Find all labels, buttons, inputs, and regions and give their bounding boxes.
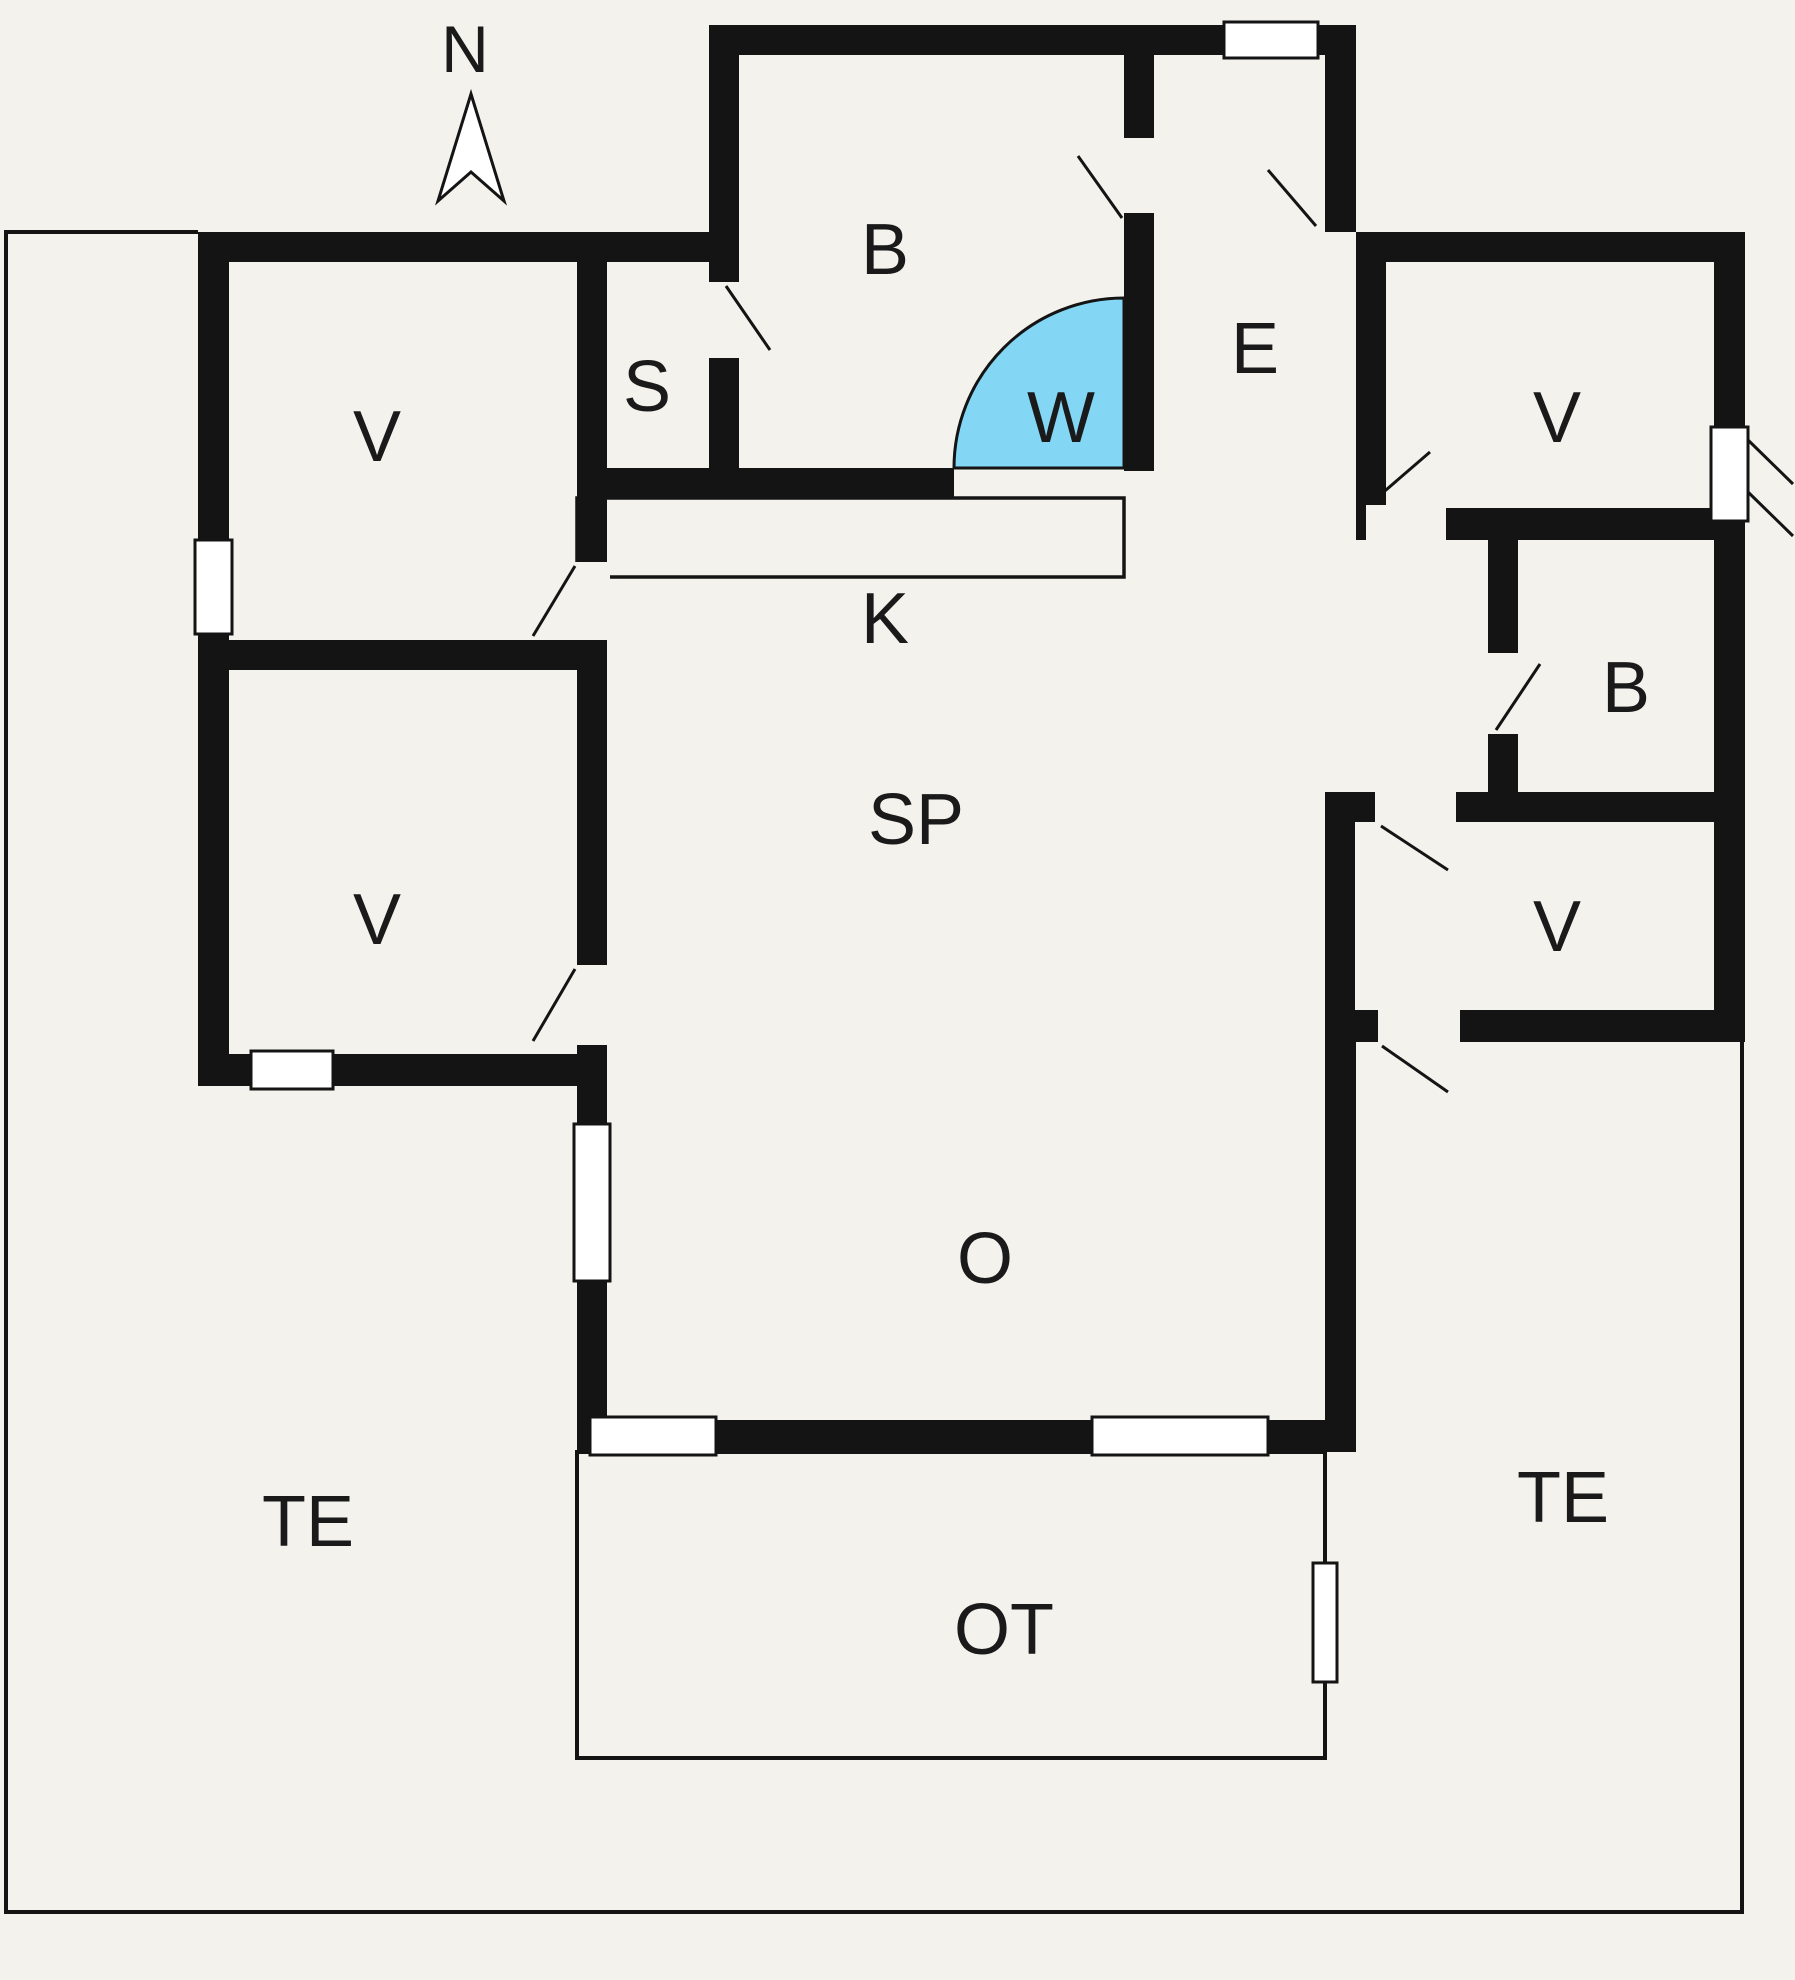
wall-b-right bbox=[1124, 25, 1154, 471]
plot-boundary bbox=[4, 230, 1744, 1914]
room-label-o: O bbox=[957, 1219, 1013, 1299]
door-swing-vr-top bbox=[1380, 824, 1449, 872]
room-label-sp: SP bbox=[868, 780, 964, 860]
room-label-te-right: TE bbox=[1517, 1458, 1609, 1538]
door-swing-b-right-room bbox=[1494, 663, 1542, 731]
door-swing-vr-bottom bbox=[1381, 1044, 1449, 1094]
door-swing-v1 bbox=[531, 565, 577, 637]
room-label-b-top: B bbox=[861, 210, 909, 290]
door-swing-v2 bbox=[531, 968, 577, 1042]
window-left-outer bbox=[193, 538, 234, 636]
wall-s-b-bottom bbox=[577, 468, 954, 498]
room-label-b-right: B bbox=[1602, 648, 1650, 728]
terrace-outline-ot bbox=[575, 1450, 1327, 1760]
door-swing-entrance bbox=[1266, 169, 1318, 227]
window-left-bottom bbox=[249, 1049, 335, 1091]
door-gap-vr-top bbox=[1375, 789, 1456, 825]
room-label-w: W bbox=[1027, 378, 1095, 458]
room-label-te-left: TE bbox=[262, 1482, 354, 1562]
wall-top-left bbox=[198, 232, 739, 262]
compass-north-arrow bbox=[435, 88, 507, 206]
wall-e-right-upper bbox=[1325, 25, 1356, 232]
wall-top-right bbox=[1356, 232, 1745, 262]
wall-center-left bbox=[577, 232, 607, 1086]
window-top-entrance bbox=[1222, 20, 1320, 60]
window-o-bottom-west bbox=[588, 1415, 718, 1457]
wall-b-left bbox=[709, 25, 739, 471]
room-label-k: K bbox=[861, 579, 909, 659]
door-gap-v2 bbox=[574, 965, 610, 1045]
door-swing-b-right bbox=[1076, 155, 1124, 219]
kitchen-counter bbox=[575, 496, 1126, 579]
room-label-v-mid-left: V bbox=[353, 880, 401, 960]
door-gap-v1 bbox=[574, 562, 610, 640]
room-label-s: S bbox=[623, 347, 671, 427]
wall-divider-v1-v2 bbox=[229, 640, 577, 670]
room-label-v-top-left: V bbox=[353, 397, 401, 477]
gate-ot-right bbox=[1311, 1561, 1339, 1684]
window-right-outer bbox=[1709, 425, 1750, 523]
door-swing-vtr bbox=[1371, 450, 1431, 504]
wall-left-outer bbox=[198, 232, 229, 1086]
room-label-v-top-right: V bbox=[1533, 378, 1581, 458]
window-o-left bbox=[572, 1122, 612, 1283]
compass-north-label: N bbox=[441, 12, 489, 86]
room-label-v-right: V bbox=[1533, 887, 1581, 967]
door-gap-b-right bbox=[1121, 138, 1157, 213]
door-gap-vtr bbox=[1366, 505, 1446, 543]
wall-vr-left bbox=[1325, 822, 1355, 1010]
opening-tick-right-2 bbox=[1746, 490, 1795, 538]
wall-vtr-left bbox=[1356, 232, 1386, 540]
wall-right-outer bbox=[1714, 232, 1745, 1042]
w-door-swing-arc bbox=[952, 296, 1126, 470]
door-swing-b-left bbox=[724, 285, 772, 351]
room-label-e: E bbox=[1231, 309, 1279, 389]
door-gap-vr-bottom bbox=[1378, 1007, 1460, 1045]
opening-tick-right-1 bbox=[1746, 438, 1795, 486]
door-gap-b-left bbox=[706, 282, 742, 358]
window-o-bottom-east bbox=[1090, 1415, 1270, 1457]
wall-right-lower bbox=[1325, 1042, 1356, 1452]
room-label-ot: OT bbox=[954, 1590, 1054, 1670]
